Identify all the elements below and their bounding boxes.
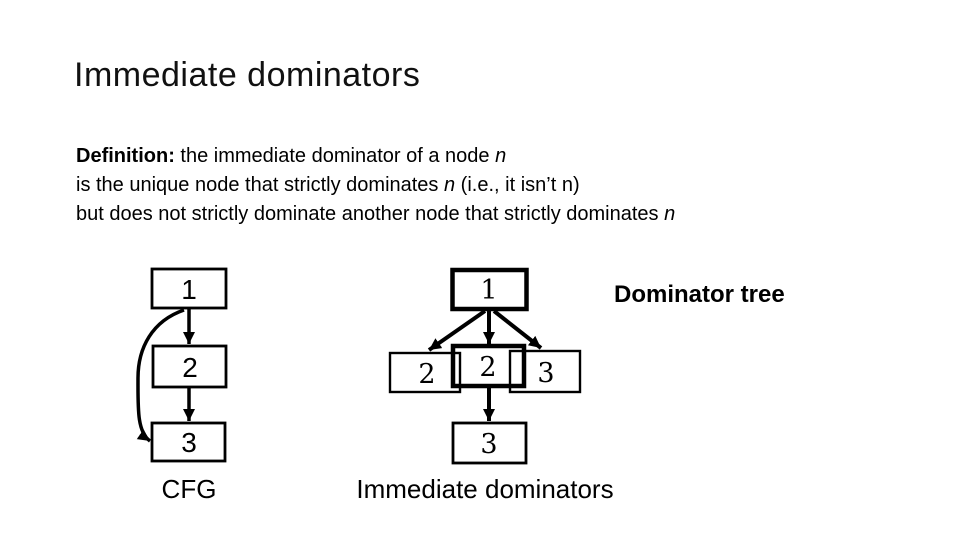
idom-right-box (508, 349, 582, 394)
idom-bottom-label: 3 (480, 429, 497, 460)
cfg-node-label-1: 1 (181, 274, 197, 305)
idom-diagram: 1 2 2 3 3 (388, 267, 582, 465)
idom-edge-1-3-right (492, 309, 543, 350)
idom-right-label: 3 (537, 358, 554, 389)
definition-line-2-text: is the unique node that strictly dominat… (76, 174, 444, 196)
idom-left-label: 2 (418, 359, 435, 390)
cfg-backedge-1-3 (136, 308, 185, 443)
dominator-tree-label: Dominator tree (614, 281, 785, 308)
cfg-node-label-2: 2 (182, 352, 198, 383)
cfg-diagram: 1 2 3 (136, 267, 228, 463)
definition-line-3: but does not strictly dominate another n… (76, 200, 675, 229)
cfg-node-box-1 (150, 267, 228, 310)
definition-line-1: Definition: the immediate dominator of a… (76, 142, 675, 171)
idom-bottom-box (451, 421, 528, 465)
cfg-node-box-3 (150, 421, 227, 463)
definition-line-2-post: (i.e., it isn’t n) (455, 174, 580, 196)
definition-term: Definition: (76, 145, 175, 167)
definition-line-1-text: the immediate dominator of a node (174, 145, 496, 167)
cfg-caption: CFG (161, 474, 217, 504)
definition-line-1-var: n (495, 145, 507, 167)
definition-line-2: is the unique node that strictly dominat… (76, 171, 675, 200)
definition-line-3-var: n (664, 203, 676, 225)
definition-line-2-var: n (444, 174, 456, 196)
definition-line-3-text: but does not strictly dominate another n… (76, 203, 665, 225)
slide-title: Immediate dominators (74, 56, 421, 94)
idom-caption: Immediate dominators (356, 474, 614, 504)
idom-center-label: 2 (479, 352, 496, 383)
idom-root-label: 1 (480, 275, 497, 306)
cfg-node-box-2 (151, 344, 228, 389)
idom-root-box (450, 267, 529, 312)
idom-edge-1-2-left (427, 309, 487, 352)
idom-left-box (388, 351, 462, 394)
cfg-node-label-3: 3 (181, 427, 197, 458)
idom-center-box (450, 343, 527, 389)
definition-text: Definition: the immediate dominator of a… (76, 142, 675, 229)
